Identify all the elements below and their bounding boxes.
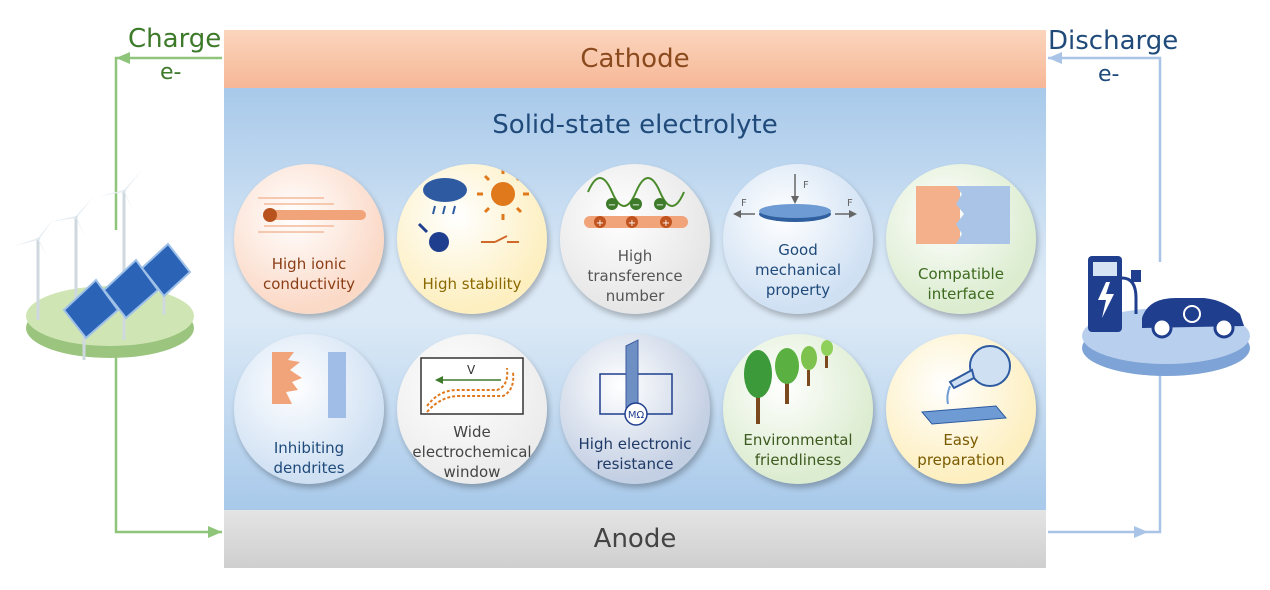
label-line: resistance — [596, 455, 674, 473]
label-line: property — [765, 281, 831, 299]
renewable-energy-icon — [14, 170, 194, 360]
megaohm-label: MΩ — [628, 410, 645, 421]
discharge-arrow-bottom — [1134, 526, 1148, 538]
charge-arrow-top — [116, 52, 130, 64]
label-line: preparation — [917, 451, 1005, 469]
weather-heat-chemical-icon — [417, 168, 529, 252]
label-line: mechanical — [754, 261, 842, 279]
label-line: interface — [927, 285, 995, 303]
label-line: High ionic — [271, 255, 347, 273]
property-circle-mechanical: F F F Good mechanical property — [723, 164, 873, 314]
label-line: conductivity — [262, 275, 356, 293]
interface-icon — [916, 186, 1010, 244]
cation-mark: + — [596, 218, 604, 229]
label-line: Inhibiting — [273, 439, 345, 457]
force-label: F — [847, 198, 853, 209]
charge-arrow-bottom — [208, 526, 222, 538]
discharge-electron-label: e- — [1098, 62, 1120, 87]
cation-mark: + — [628, 218, 636, 229]
cathode-layer: Cathode — [224, 30, 1046, 88]
label-line: Easy — [943, 431, 979, 449]
label-line: electrochemical — [412, 443, 532, 461]
property-circle-preparation: Easy preparation — [886, 334, 1036, 484]
electrolyte-title: Solid-state electrolyte — [492, 110, 778, 140]
property-circle-ionic-conductivity: High ionic conductivity — [234, 164, 384, 314]
label-line: Environmental — [743, 431, 853, 449]
discharge-arrow-top — [1048, 52, 1062, 64]
label-line: High — [617, 247, 653, 265]
property-circle-window: V Wide electrochemical window — [397, 334, 547, 484]
property-circle-environment: Environmental friendliness — [723, 334, 873, 484]
discharge-label: Discharge — [1048, 26, 1179, 56]
charge-wire-bottom — [114, 345, 222, 534]
discharge-wire-bottom — [1048, 370, 1162, 534]
label-line: Compatible — [918, 265, 1004, 283]
resistance-circuit-icon: MΩ — [599, 339, 673, 426]
voltage-label: V — [467, 363, 476, 377]
anion-mark: − — [608, 200, 616, 211]
anion-mark: − — [632, 200, 640, 211]
force-label: F — [741, 198, 747, 209]
charge-label: Charge — [128, 24, 222, 54]
property-circle-electronic-resistance: MΩ High electronic resistance — [560, 334, 710, 484]
dendrite-icon — [272, 352, 346, 418]
cation-mark: + — [662, 218, 670, 229]
ion-motion-icon — [258, 197, 366, 233]
flask-pouring-icon — [920, 345, 1011, 425]
anode-layer: Anode — [224, 510, 1046, 568]
disk-force-icon: F F F — [733, 174, 857, 222]
force-label: F — [803, 180, 809, 191]
ev-charging-icon — [1082, 256, 1250, 376]
anion-mark: − — [656, 200, 664, 211]
label-line: dendrites — [273, 459, 345, 477]
label-line: High stability — [422, 275, 522, 293]
label-line: number — [605, 287, 665, 305]
charge-electron-label: e- — [160, 60, 182, 85]
label-line: High electronic — [578, 435, 692, 453]
label-line: Wide — [453, 423, 491, 441]
property-circle-stability: High stability — [397, 164, 547, 314]
property-circle-dendrites: Inhibiting dendrites — [234, 334, 384, 484]
trees-icon — [744, 340, 833, 424]
cathode-label: Cathode — [580, 44, 690, 74]
label-line: transference — [587, 267, 683, 285]
discharge-wire — [1048, 56, 1162, 262]
transference-icon: − − − + + + — [584, 177, 688, 229]
voltage-window-icon: V — [420, 357, 524, 415]
label-line: Good — [778, 241, 818, 259]
anode-label: Anode — [593, 524, 677, 554]
label-line: window — [443, 463, 501, 481]
property-circle-transference-number: − − − + + + High transference number — [560, 164, 710, 314]
property-circle-interface: Compatible interface — [886, 164, 1036, 314]
label-line: friendliness — [754, 451, 842, 469]
